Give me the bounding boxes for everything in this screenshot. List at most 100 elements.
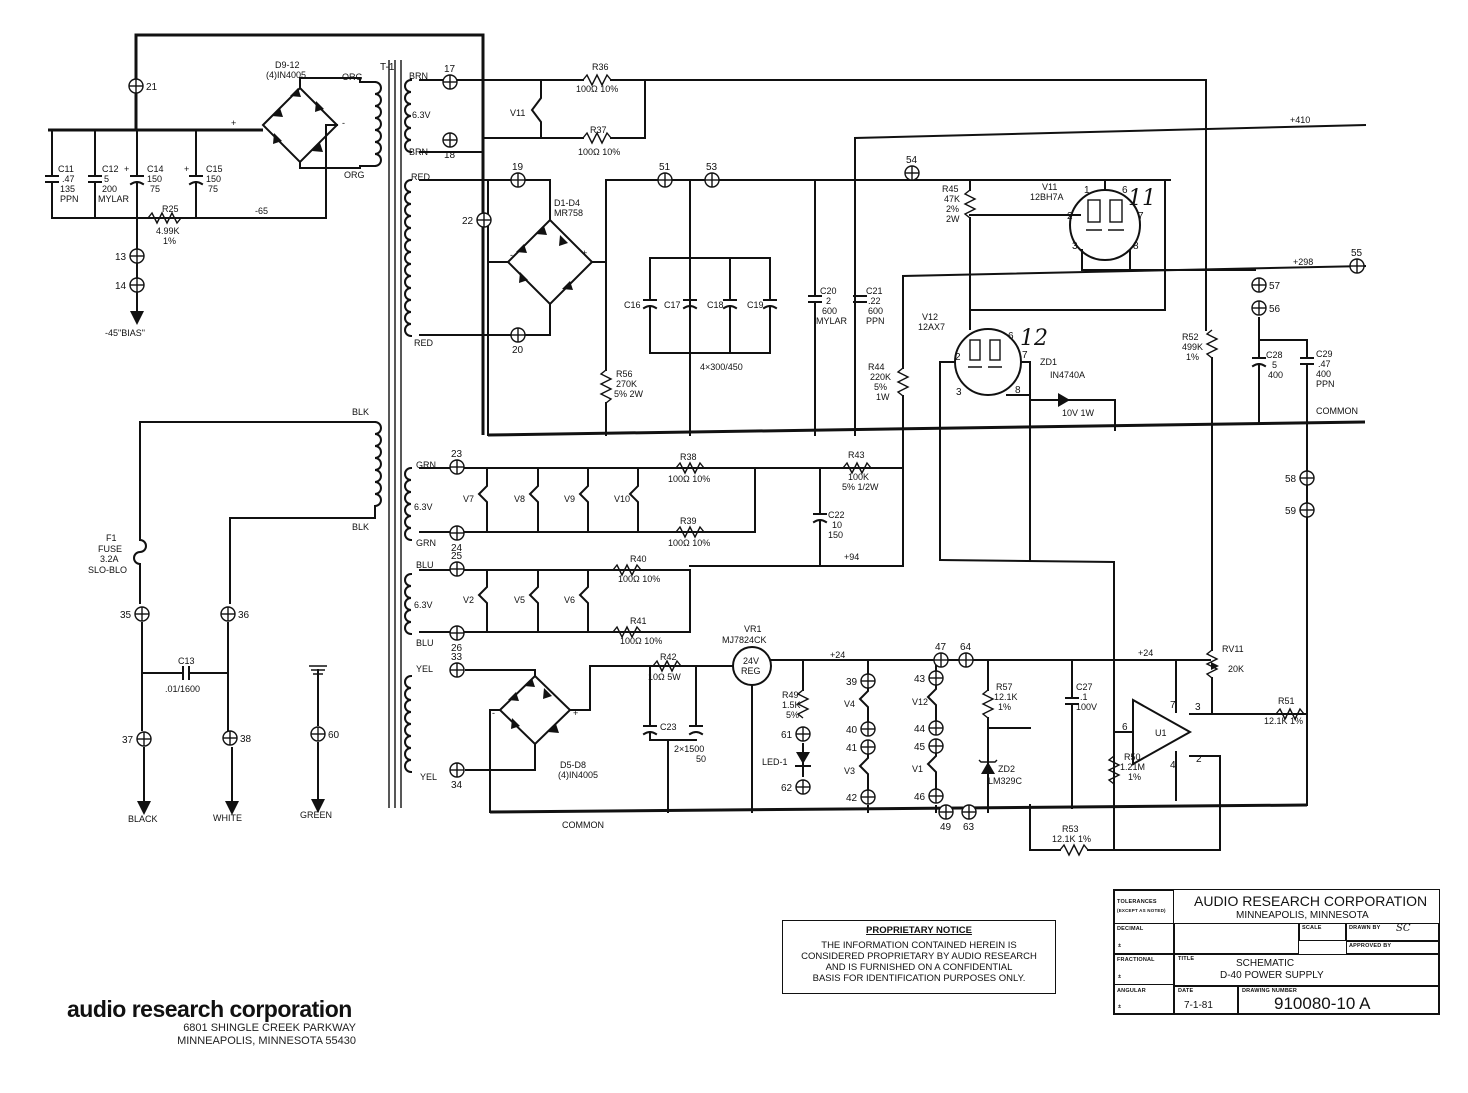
svg-text:-: - bbox=[492, 708, 495, 718]
svg-text:.47: .47 bbox=[62, 174, 75, 184]
svg-text:MYLAR: MYLAR bbox=[816, 316, 848, 326]
svg-text:5: 5 bbox=[104, 174, 109, 184]
svg-text:.1: .1 bbox=[1080, 692, 1088, 702]
svg-text:C16: C16 bbox=[624, 300, 641, 310]
svg-text:+: + bbox=[573, 708, 578, 718]
svg-text:V2: V2 bbox=[463, 595, 474, 605]
svg-text:3.2A: 3.2A bbox=[100, 554, 119, 564]
terminal-63: 63 bbox=[961, 804, 977, 833]
svg-text:RED: RED bbox=[414, 338, 434, 348]
svg-text:3: 3 bbox=[956, 387, 962, 398]
svg-text:6.3V: 6.3V bbox=[414, 600, 433, 610]
svg-text:PPN: PPN bbox=[60, 194, 79, 204]
svg-text:6.3V: 6.3V bbox=[414, 502, 433, 512]
svg-text:C13: C13 bbox=[178, 656, 195, 666]
terminal-label: 47 bbox=[935, 642, 947, 653]
svg-text:100Ω 10%: 100Ω 10% bbox=[576, 84, 618, 94]
heater-v1: V1 bbox=[912, 751, 937, 789]
svg-text:BLK: BLK bbox=[352, 522, 369, 532]
heater-v8: V8 bbox=[514, 467, 539, 533]
terminal-label: 19 bbox=[512, 162, 524, 173]
svg-text:R56: R56 bbox=[616, 369, 633, 379]
svg-text:LM329C: LM329C bbox=[988, 776, 1023, 786]
svg-text:6: 6 bbox=[1122, 722, 1128, 733]
svg-text:V1: V1 bbox=[912, 764, 923, 774]
terminal-51: 51 bbox=[657, 162, 673, 188]
terminal-49: 49 bbox=[938, 804, 954, 833]
svg-text:+24: +24 bbox=[830, 650, 845, 660]
r25-ref: R25 bbox=[162, 204, 179, 214]
terminal-47: 47 bbox=[933, 642, 949, 668]
svg-text:1%: 1% bbox=[998, 702, 1011, 712]
svg-text:2: 2 bbox=[1196, 754, 1202, 765]
terminal-label: 55 bbox=[1351, 248, 1363, 259]
svg-text:+410: +410 bbox=[1290, 115, 1310, 125]
svg-text:+: + bbox=[184, 164, 189, 174]
tb-title-2: D-40 POWER SUPPLY bbox=[1220, 970, 1324, 981]
svg-text:6.3V: 6.3V bbox=[412, 110, 431, 120]
terminal-label: 57 bbox=[1269, 281, 1281, 292]
svg-text:12BH7A: 12BH7A bbox=[1030, 192, 1064, 202]
svg-text:IN4740A: IN4740A bbox=[1050, 370, 1085, 380]
terminal-label: 17 bbox=[444, 64, 456, 75]
svg-text:100K: 100K bbox=[848, 472, 869, 482]
terminal-label: 43 bbox=[914, 674, 926, 685]
terminal-label: 63 bbox=[963, 822, 975, 833]
svg-text:1%: 1% bbox=[163, 236, 176, 246]
svg-text:R53: R53 bbox=[1062, 824, 1079, 834]
svg-text:47K: 47K bbox=[944, 194, 960, 204]
svg-text:GRN: GRN bbox=[416, 538, 436, 548]
c15-ref: C15 bbox=[206, 164, 223, 174]
svg-text:V7: V7 bbox=[463, 494, 474, 504]
terminal-35: 35 bbox=[120, 606, 150, 622]
terminal-label: 40 bbox=[846, 725, 858, 736]
svg-text:-: - bbox=[510, 250, 513, 260]
terminal-53: 53 bbox=[704, 162, 720, 188]
svg-text:24V: 24V bbox=[743, 656, 759, 666]
svg-text:BRN: BRN bbox=[409, 71, 428, 81]
terminal-label: 59 bbox=[1285, 506, 1297, 517]
svg-text:V6: V6 bbox=[564, 595, 575, 605]
svg-text:50: 50 bbox=[696, 754, 706, 764]
tb-city: MINNEAPOLIS, MINNESOTA bbox=[1236, 910, 1369, 921]
svg-text:MR758: MR758 bbox=[554, 208, 583, 218]
svg-text:C21: C21 bbox=[866, 286, 883, 296]
terminal-43: 43 bbox=[914, 670, 944, 686]
terminal-label: 46 bbox=[914, 792, 926, 803]
svg-text:RED: RED bbox=[411, 172, 431, 182]
terminal-19: 19 bbox=[510, 162, 526, 188]
svg-text:2: 2 bbox=[826, 296, 831, 306]
heater-v6: V6 bbox=[564, 569, 589, 633]
regulator-supply: YEL YEL - + D5-D8 (4)IN4005 R42 10Ω 5W C… bbox=[416, 558, 1308, 857]
svg-text:20K: 20K bbox=[1228, 664, 1244, 674]
svg-text:F1: F1 bbox=[106, 533, 117, 543]
svg-text:BLU: BLU bbox=[416, 560, 434, 570]
svg-text:V12: V12 bbox=[912, 697, 928, 707]
terminal-label: 64 bbox=[960, 642, 972, 653]
terminal-61: 61 bbox=[781, 726, 811, 742]
c14-ref: C14 bbox=[147, 164, 164, 174]
terminal-label: 51 bbox=[659, 162, 671, 173]
svg-text:MYLAR: MYLAR bbox=[98, 194, 130, 204]
svg-text:VR1: VR1 bbox=[744, 624, 762, 634]
svg-text:YEL: YEL bbox=[420, 772, 437, 782]
svg-text:R45: R45 bbox=[942, 184, 959, 194]
terminal-label: 26 bbox=[451, 643, 463, 654]
svg-text:YEL: YEL bbox=[416, 664, 433, 674]
bias-supply: + - D9-12 (4)IN4005 ORG ORG -65 C11 .47 … bbox=[45, 33, 485, 435]
svg-text:R40: R40 bbox=[630, 554, 647, 564]
svg-text:SLO-BLO: SLO-BLO bbox=[88, 565, 127, 575]
svg-text:2: 2 bbox=[1067, 211, 1073, 222]
terminal-22: 22 bbox=[462, 212, 492, 228]
notice-line-3: AND IS FURNISHED ON A CONFIDENTIAL bbox=[825, 962, 1013, 973]
svg-text:150: 150 bbox=[828, 530, 843, 540]
svg-text:+298: +298 bbox=[1293, 257, 1313, 267]
svg-text:100Ω 10%: 100Ω 10% bbox=[668, 538, 710, 548]
svg-text:7: 7 bbox=[1138, 211, 1144, 222]
svg-text:C17: C17 bbox=[664, 300, 681, 310]
company-address-1: 6801 SHINGLE CREEK PARKWAY bbox=[183, 1022, 356, 1034]
svg-text:2×1500: 2×1500 bbox=[674, 744, 704, 754]
svg-text:C22: C22 bbox=[828, 510, 845, 520]
svg-text:R38: R38 bbox=[680, 452, 697, 462]
svg-text:R42: R42 bbox=[660, 652, 677, 662]
